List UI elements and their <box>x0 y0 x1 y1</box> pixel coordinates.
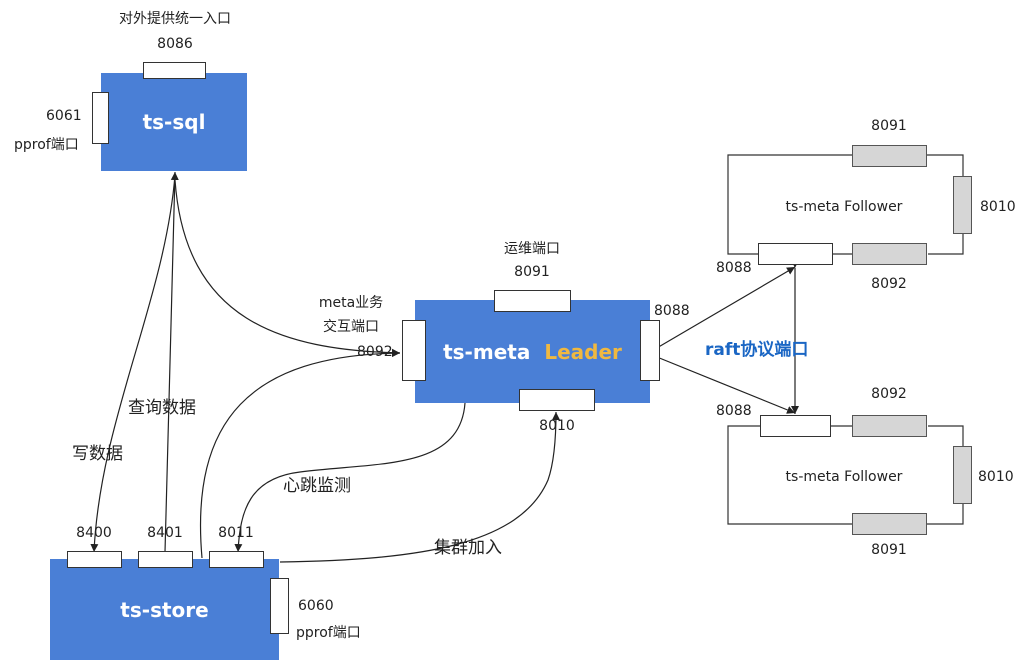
ts-sql-node: ts-sql <box>101 73 247 171</box>
ts-meta-ops-label: 运维端口 <box>504 241 560 257</box>
ts-meta-port-8088 <box>640 320 660 381</box>
ts-store-pprof-port: 6060 <box>298 598 334 614</box>
ts-sql-port-6061 <box>92 92 109 144</box>
ts-meta-role: Leader <box>544 339 622 364</box>
ts-sql-port-8086 <box>143 62 206 79</box>
ts-meta-title: ts-meta <box>443 339 531 364</box>
follower-top-port-8010 <box>953 176 972 234</box>
flow-query-line <box>164 171 179 553</box>
follower-bottom-outline <box>727 425 964 525</box>
ts-store-port-8011 <box>209 551 264 568</box>
follower-bottom-port-8088-label: 8088 <box>716 403 752 419</box>
ts-meta-port-8091 <box>494 290 571 312</box>
flow-join-line <box>279 411 560 563</box>
ts-sql-entry-label: 对外提供统一入口 <box>119 11 231 27</box>
ts-meta-ops-port: 8091 <box>514 264 550 280</box>
ts-store-port-8400-label: 8400 <box>76 525 112 541</box>
ts-store-node: ts-store <box>50 559 279 660</box>
follower-bottom-port-8010 <box>953 446 972 504</box>
ts-store-port-6060 <box>270 578 289 634</box>
follower-top-port-8088-label: 8088 <box>716 260 752 276</box>
ts-sql-title: ts-sql <box>142 110 206 134</box>
flow-raft-label: raft协议端口 <box>705 340 809 360</box>
follower-bottom-port-8010-label: 8010 <box>978 469 1014 485</box>
ts-store-port-8401 <box>138 551 193 568</box>
ts-meta-biz-label-2: 交互端口 <box>323 319 379 335</box>
ts-meta-biz-port: 8092 <box>357 344 393 360</box>
ts-store-port-8011-label: 8011 <box>218 525 254 541</box>
flow-write-line <box>90 174 176 553</box>
ts-store-pprof-label: pprof端口 <box>296 625 361 641</box>
ts-meta-raft-port: 8088 <box>654 303 690 319</box>
follower-top-port-8088 <box>758 243 833 265</box>
follower-bottom-title: ts-meta Follower <box>785 469 903 485</box>
ts-meta-port-8010 <box>519 389 595 411</box>
follower-top-port-8010-label: 8010 <box>980 199 1016 215</box>
flow-heartbeat-line <box>234 402 466 553</box>
follower-top-title: ts-meta Follower <box>785 199 903 215</box>
ts-store-title: ts-store <box>120 597 209 622</box>
ts-meta-port-8092 <box>402 320 426 381</box>
ts-sql-port-label: 8086 <box>157 36 193 52</box>
flow-query-label: 查询数据 <box>128 398 196 418</box>
ts-meta-join-port: 8010 <box>539 418 575 434</box>
ts-meta-biz-label-1: meta业务 <box>318 295 384 311</box>
flow-write-label: 写数据 <box>72 444 123 464</box>
follower-top-port-8091 <box>852 145 927 167</box>
ts-store-port-8401-label: 8401 <box>147 525 183 541</box>
raft-line-bottom <box>651 354 796 414</box>
ts-store-port-8400 <box>67 551 122 568</box>
ts-sql-pprof-port: 6061 <box>46 108 82 124</box>
follower-bottom-port-8088 <box>760 415 831 437</box>
raft-line-top <box>649 266 796 354</box>
follower-top-port-8092-label: 8092 <box>871 276 907 292</box>
ts-meta-leader-node: ts-meta Leader <box>415 300 650 403</box>
follower-bottom-port-8091 <box>852 513 927 535</box>
flow-join-label: 集群加入 <box>434 538 502 558</box>
follower-top-outline <box>727 154 964 255</box>
ts-sql-pprof-label: pprof端口 <box>14 137 79 153</box>
follower-top-port-8091-label: 8091 <box>871 118 907 134</box>
follower-bottom-port-8091-label: 8091 <box>871 542 907 558</box>
follower-bottom-port-8092-label: 8092 <box>871 386 907 402</box>
follower-top-port-8092 <box>852 243 927 265</box>
flow-store-meta-line <box>199 349 401 559</box>
flow-sql-meta-line <box>174 179 401 357</box>
follower-bottom-port-8092 <box>852 415 927 437</box>
flow-heartbeat-label: 心跳监测 <box>283 476 351 496</box>
